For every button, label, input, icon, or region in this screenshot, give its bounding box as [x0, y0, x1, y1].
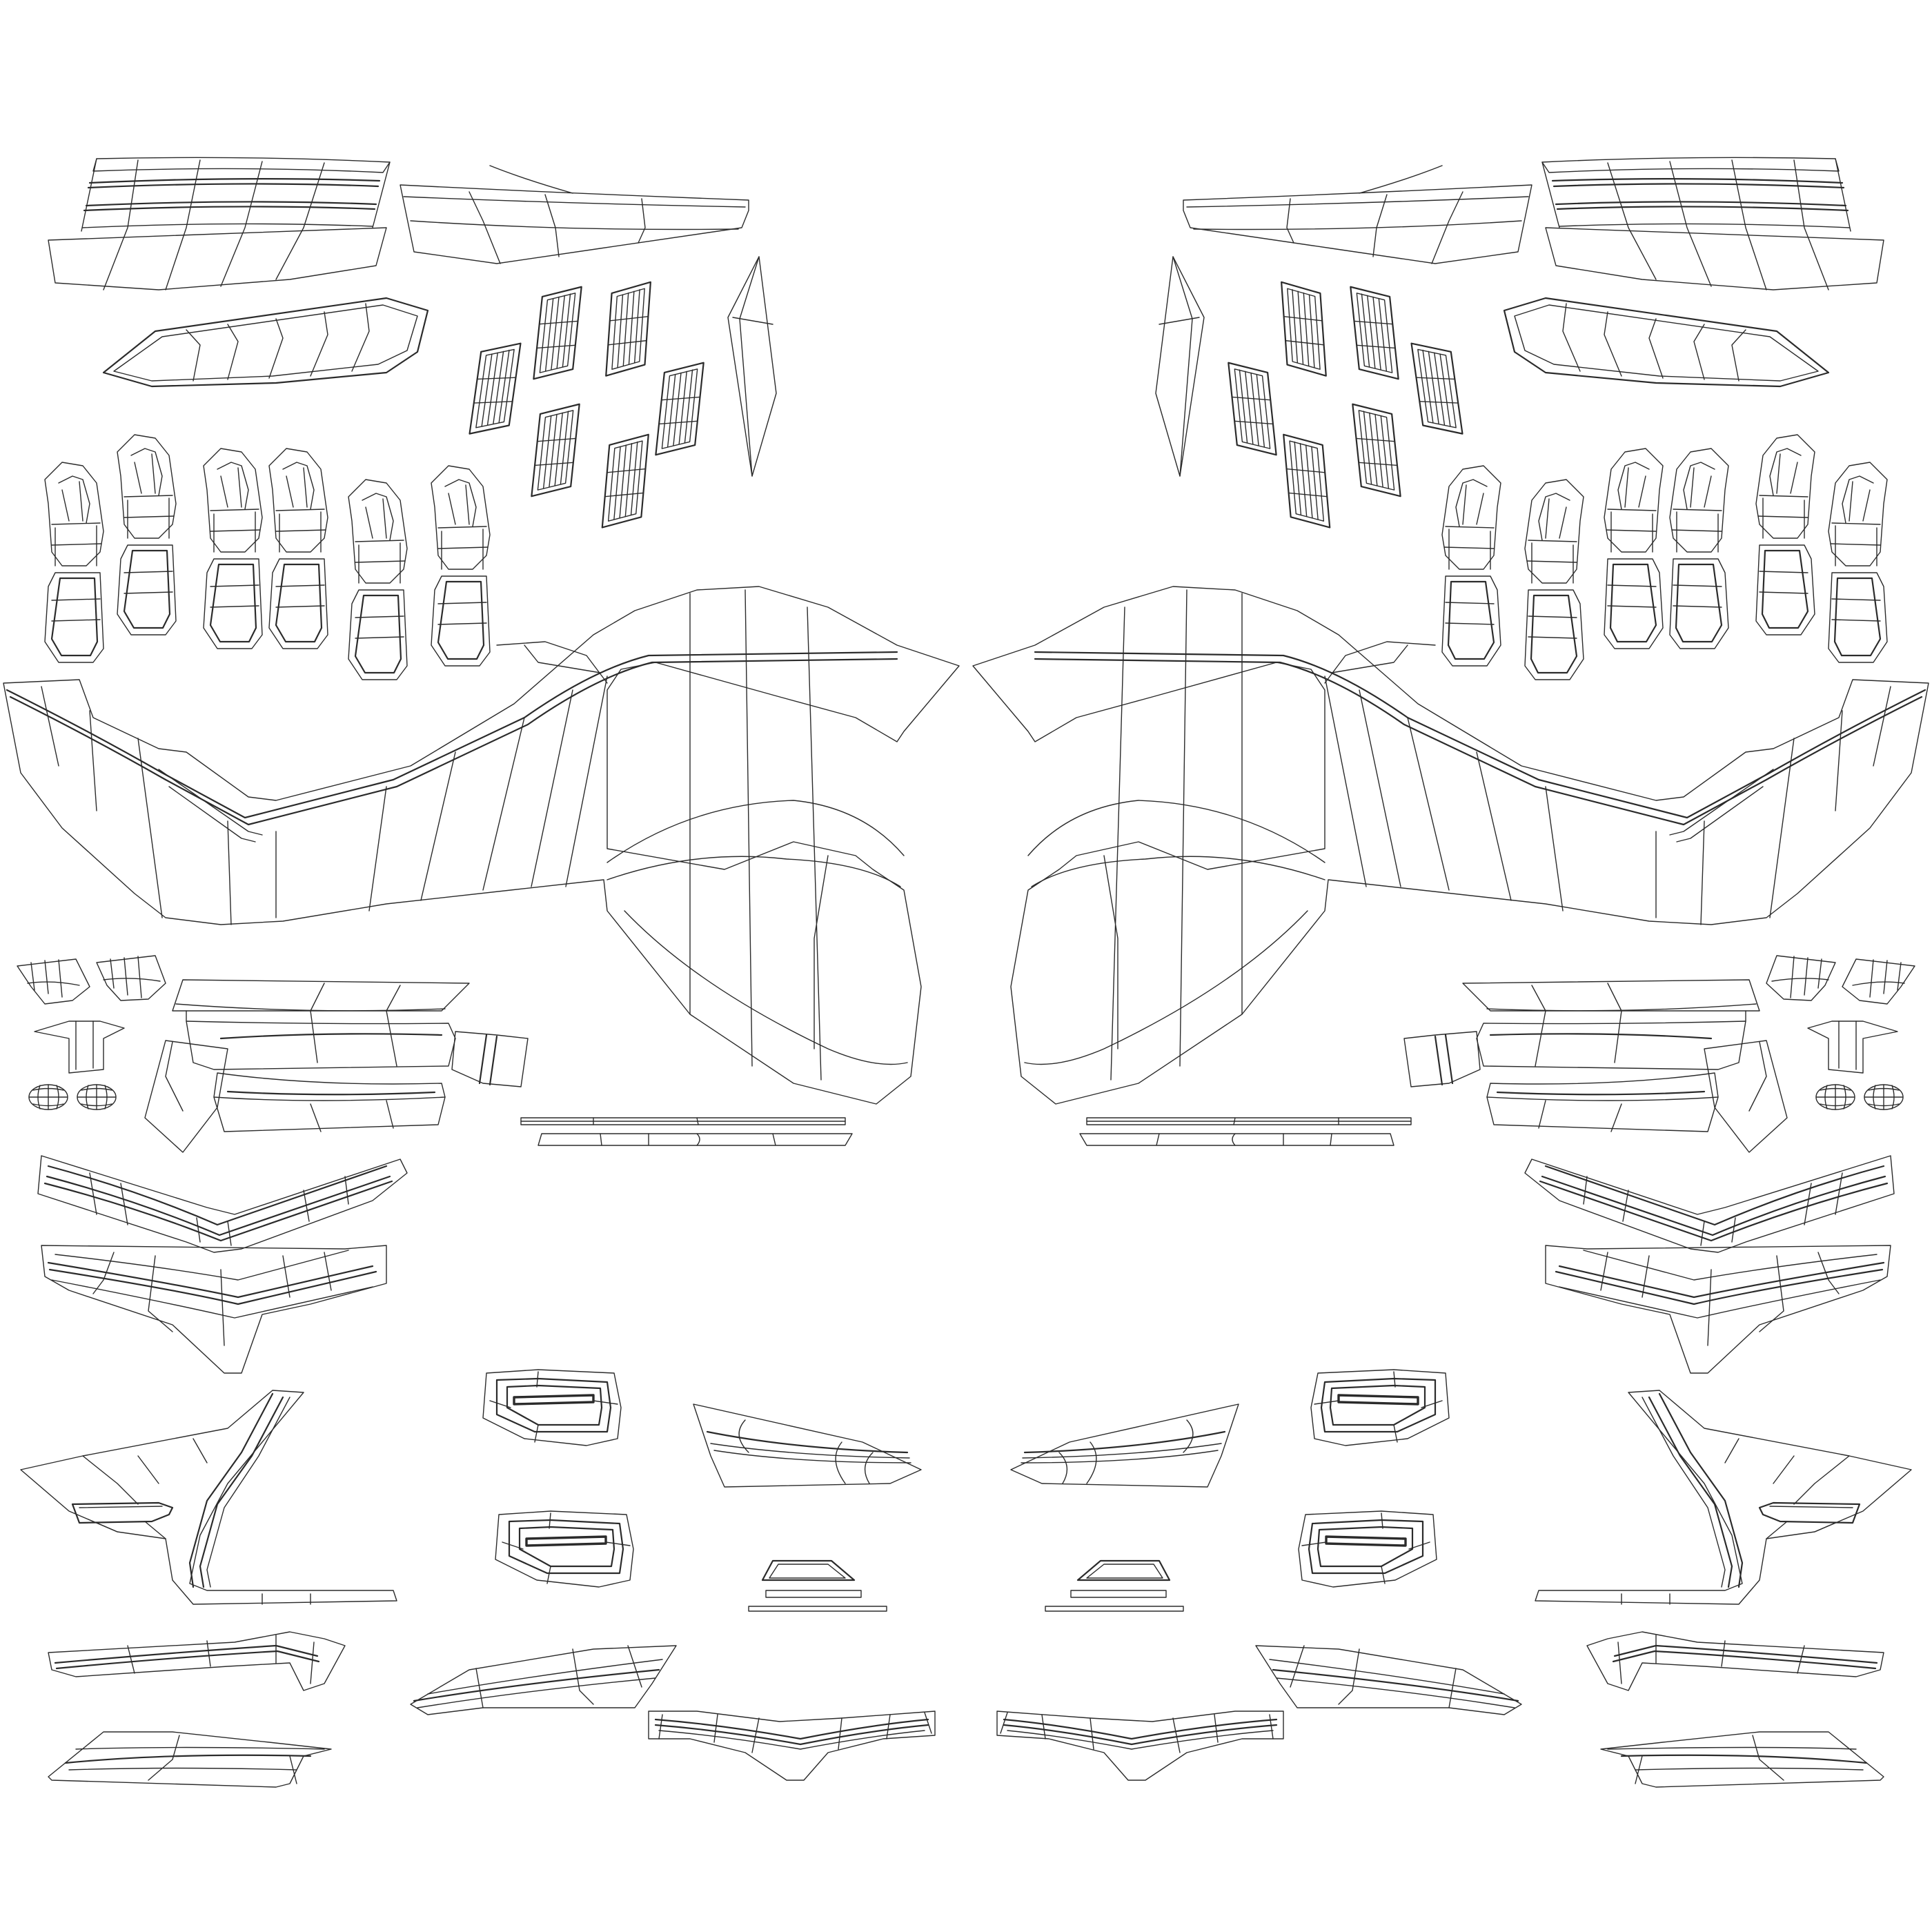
uv-layout-canvas	[0, 0, 1932, 1932]
background	[0, 0, 1932, 1932]
